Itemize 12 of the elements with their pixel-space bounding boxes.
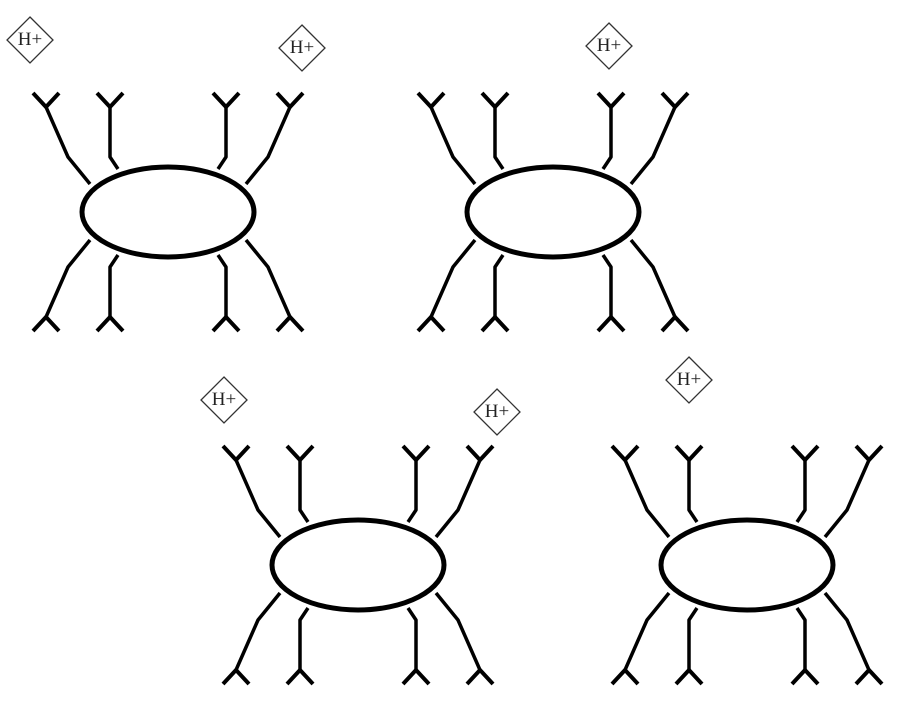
diamond-node — [278, 24, 326, 72]
diamond-node — [6, 16, 54, 64]
ion-label: H+ — [676, 368, 702, 392]
ion-label: H+ — [288, 36, 316, 60]
ion-label: H+ — [210, 388, 238, 412]
ion-label: H+ — [484, 400, 510, 424]
diamond-node — [200, 376, 248, 424]
diamond-node — [585, 22, 633, 70]
ion-label: H+ — [596, 34, 622, 58]
diamond-node — [473, 388, 521, 436]
diamond-node — [665, 356, 713, 404]
ion-label: H+ — [16, 28, 44, 52]
